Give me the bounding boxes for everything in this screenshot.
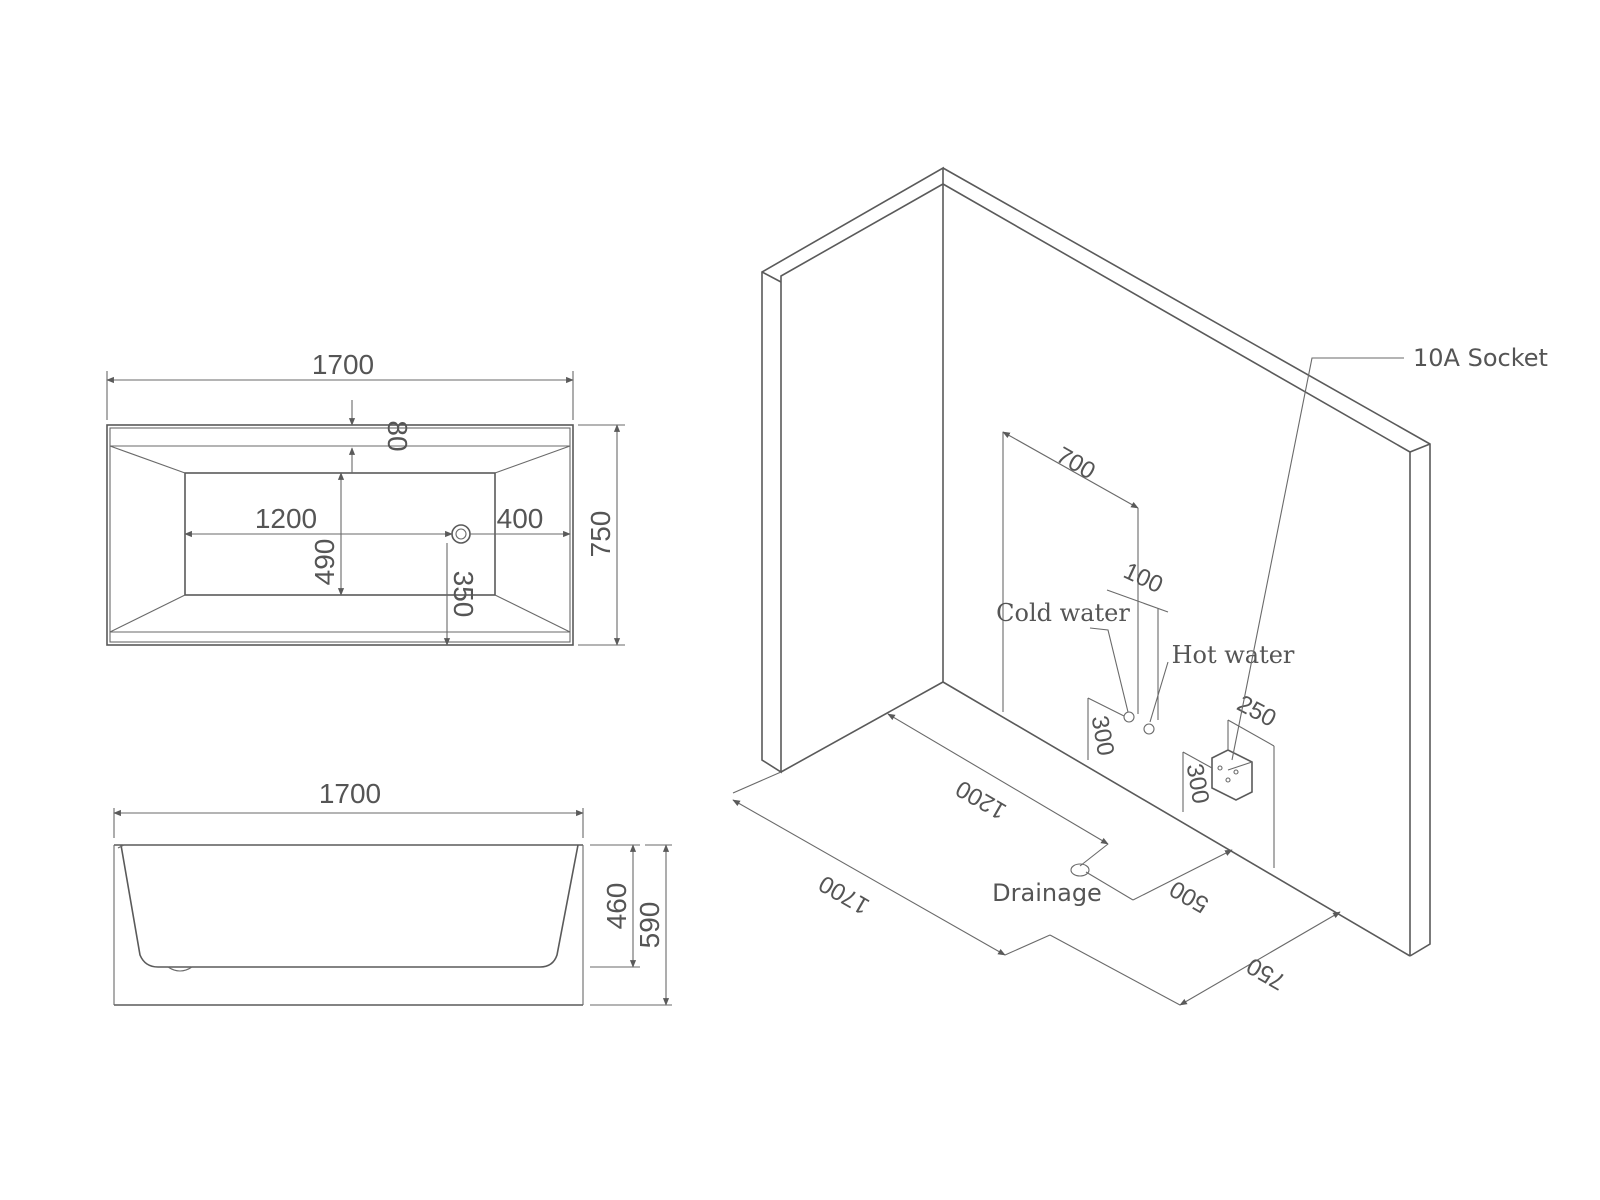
side-view: 1700 460 590 [113,778,672,1006]
dim-supply-spacing: 100 [1119,558,1167,599]
tub-foot [167,966,193,972]
dim-inner-depth: 460 [601,883,632,930]
dim-socket-height: 300 [1181,762,1215,806]
dim-supply-height: 300 [1086,714,1120,758]
hot-water-label: Hot water [1172,641,1295,669]
drainage-icon [1070,863,1090,877]
tub-outline-top [106,424,574,646]
dim-drain-from-wall: 500 [1165,875,1213,918]
back-wall [942,167,1431,957]
dim-side-length: 1700 [319,778,381,809]
dim-overall-height: 590 [634,902,665,949]
cold-water-outlet-icon [1123,711,1135,723]
dim-top-width: 750 [585,511,616,558]
installation-view: 1200 500 Drainage 1700 750 700 100 Cold … [732,166,1548,1006]
dim-inner-width: 490 [309,539,340,586]
drainage-label: Drainage [992,879,1102,907]
tub-rim-top [109,427,571,643]
drain-icon [451,524,471,544]
dim-drain-offset: 400 [497,503,544,534]
socket-label: 10A Socket [1413,344,1548,372]
left-wall [761,166,944,774]
dim-tub-length: 1700 [814,869,874,919]
dim-top-length: 1700 [312,349,374,380]
dim-rim-width: 80 [382,420,413,451]
dim-supply-offset: 700 [1052,442,1100,485]
dim-inner-length: 1200 [255,503,317,534]
hot-water-outlet-icon [1143,723,1155,735]
dim-tub-width: 750 [1242,952,1290,995]
top-view: 1700 80 1200 400 490 350 750 [106,349,625,646]
cold-water-label: Cold water [996,599,1130,627]
dim-drain-from-side: 350 [448,571,479,618]
